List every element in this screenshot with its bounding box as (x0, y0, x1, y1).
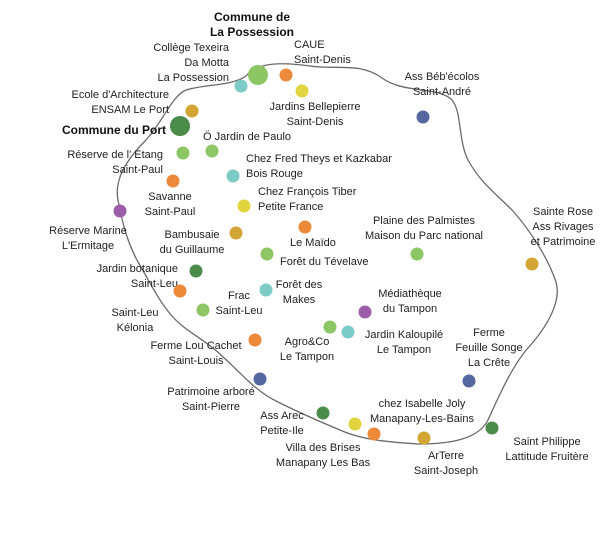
o-jardin-paulo-label: Ö Jardin de Paulo (203, 131, 292, 143)
villa-brises-marker[interactable] (348, 417, 362, 431)
bambusaie-marker[interactable] (229, 226, 243, 240)
le-maido-label: Le Maïdo (290, 237, 336, 249)
saint-philippe-marker[interactable] (485, 421, 499, 435)
le-maido-marker[interactable] (298, 220, 312, 234)
commune-port-marker[interactable] (170, 116, 190, 136)
foret-tevelave-marker[interactable] (260, 247, 274, 261)
caue-marker[interactable] (279, 68, 293, 82)
foret-tevelave-label: Forêt du Tévelave (280, 256, 369, 268)
ass-arec-marker[interactable] (316, 406, 330, 420)
lou-cachet-marker[interactable] (248, 333, 262, 347)
frac-marker[interactable] (196, 303, 210, 317)
foret-makes-marker[interactable] (259, 283, 273, 297)
reserve-marine-marker[interactable] (113, 204, 127, 218)
jardin-botanique-marker[interactable] (189, 264, 203, 278)
jardins-bellepierre-marker[interactable] (295, 84, 309, 98)
ferme-songe-marker[interactable] (462, 374, 476, 388)
fred-theys-marker[interactable] (226, 169, 240, 183)
saint-leu-kelonia-marker[interactable] (173, 284, 187, 298)
isabelle-joly-marker[interactable] (367, 427, 381, 441)
reserve-etang-marker[interactable] (176, 146, 190, 160)
plaine-palmistes-marker[interactable] (410, 247, 424, 261)
arterre-marker[interactable] (417, 431, 431, 445)
ecole-architecture-marker[interactable] (185, 104, 199, 118)
mediatheque-tampon-marker[interactable] (358, 305, 372, 319)
sainte-rose-marker[interactable] (525, 257, 539, 271)
ass-bebecolos-marker[interactable] (416, 110, 430, 124)
jardin-kaloupile-marker[interactable] (341, 325, 355, 339)
francois-tiber-marker[interactable] (237, 199, 251, 213)
agroco-marker[interactable] (323, 320, 337, 334)
commune-port-label: Commune du Port (62, 123, 166, 137)
college-texeira-marker[interactable] (234, 79, 248, 93)
commune-possession-marker[interactable] (248, 65, 268, 85)
patrimoine-arbore-marker[interactable] (253, 372, 267, 386)
o-jardin-paulo-marker[interactable] (205, 144, 219, 158)
savanne-marker[interactable] (166, 174, 180, 188)
